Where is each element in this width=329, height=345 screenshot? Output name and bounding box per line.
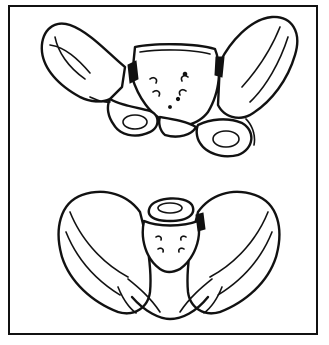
right-ilium-bottom bbox=[187, 192, 279, 313]
sacral-vertebra-bottom bbox=[149, 198, 193, 221]
figure-frame bbox=[8, 5, 318, 335]
left-ilium-top bbox=[42, 24, 125, 102]
pelvis-illustration bbox=[10, 7, 320, 337]
left-ilium-bottom bbox=[59, 192, 151, 313]
pelvis-top bbox=[42, 17, 297, 156]
right-pubis-top bbox=[197, 119, 252, 156]
pelvis-bottom bbox=[59, 192, 280, 319]
